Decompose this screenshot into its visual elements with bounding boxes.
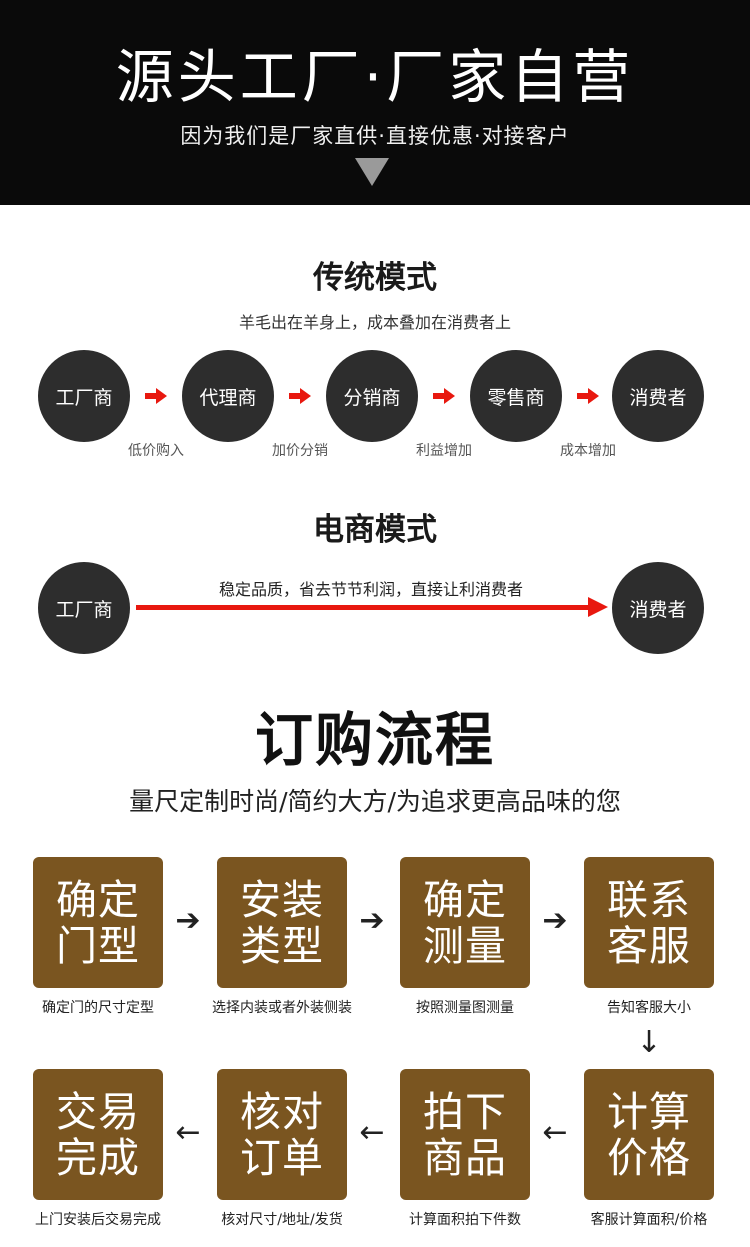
arrow-right-icon [588,597,608,617]
step-confirm-door: 确定 门型 [33,857,163,988]
banner-subtitle: 因为我们是厂家直供·直接优惠·对接客户 [180,124,570,148]
arrow-right-icon [433,388,455,404]
note-step-1: 确定门的尺寸定型 [42,1000,154,1016]
arrow-left-icon: ← [359,1115,385,1150]
step-check-order: 核对 订单 [217,1069,347,1200]
step-install-type: 安装 类型 [217,857,347,988]
note-step-3: 按照测量图测量 [416,1000,514,1016]
note-step-5: 客服计算面积/价格 [590,1212,708,1228]
arrow-left-icon: ← [542,1115,568,1150]
step-place-order: 拍下 商品 [400,1069,530,1200]
arrow-down-icon: ↓ [636,1025,662,1060]
note-step-6: 计算面积拍下件数 [409,1212,521,1228]
note-step-2: 选择内装或者外装侧装 [212,1000,352,1016]
arrow-right-icon: ➔ [542,903,568,938]
ecommerce-title: 电商模式 [313,512,437,548]
header-banner: 源头工厂·厂家自营 因为我们是厂家直供·直接优惠·对接客户 [0,0,750,205]
note-profit: 利益增加 [416,443,472,459]
ecom-node-factory: 工厂商 [38,562,130,654]
note-low-price: 低价购入 [128,443,184,459]
note-step-8: 上门安装后交易完成 [35,1212,161,1228]
node-agent: 代理商 [182,350,274,442]
arrow-right-icon: ➔ [175,903,201,938]
step-complete: 交易 完成 [33,1069,163,1200]
note-markup: 加价分销 [272,443,328,459]
traditional-title: 传统模式 [313,260,437,296]
banner-title: 源头工厂·厂家自营 [115,43,635,111]
arrow-left-icon: ← [175,1115,201,1150]
step-contact-service: 联系 客服 [584,857,714,988]
note-step-7: 核对尺寸/地址/发货 [221,1212,343,1228]
traditional-subtitle: 羊毛出在羊身上，成本叠加在消费者上 [238,313,511,332]
step-calc-price: 计算 价格 [584,1069,714,1200]
node-retailer: 零售商 [470,350,562,442]
arrow-right-icon [289,388,311,404]
step-measure: 确定 测量 [400,857,530,988]
arrow-right-icon [577,388,599,404]
order-subtitle: 量尺定制时尚/简约大方/为追求更高品味的您 [129,787,621,816]
node-factory: 工厂商 [38,350,130,442]
node-consumer: 消费者 [612,350,704,442]
arrow-right-icon [145,388,167,404]
arrow-right-icon: ➔ [359,903,385,938]
triangle-down-icon [355,158,389,186]
ecom-node-consumer: 消费者 [612,562,704,654]
note-step-4: 告知客服大小 [607,1000,691,1016]
node-distributor: 分销商 [326,350,418,442]
order-title: 订购流程 [254,706,495,774]
ecom-arrow-label: 稳定品质，省去节节利润，直接让利消费者 [218,580,523,599]
long-arrow-line [136,605,591,610]
note-cost: 成本增加 [560,443,616,459]
